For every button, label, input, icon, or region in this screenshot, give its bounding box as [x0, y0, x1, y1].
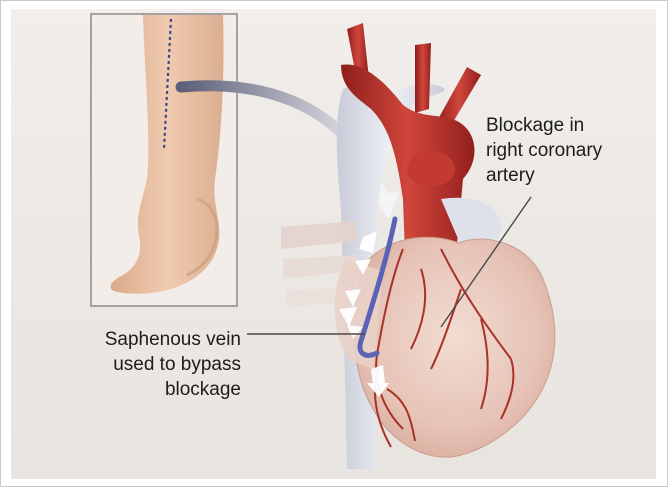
- saphenous-label-line-1: Saphenous vein: [31, 327, 241, 352]
- leg-inset: [91, 14, 237, 306]
- illustration-panel: Blockage in right coronary artery Saphen…: [11, 9, 656, 479]
- saphenous-label: Saphenous vein used to bypass blockage: [31, 327, 241, 402]
- saphenous-label-line-3: blockage: [31, 377, 241, 402]
- ascending-aorta: [407, 151, 455, 187]
- blockage-label-line-2: right coronary: [486, 138, 602, 163]
- bypass-illustration: [11, 9, 656, 479]
- blockage-label-line-3: artery: [486, 163, 602, 188]
- aortic-branch-2: [415, 43, 431, 113]
- blockage-label-line-1: Blockage in: [486, 113, 602, 138]
- saphenous-label-line-2: used to bypass: [31, 352, 241, 377]
- blockage-label: Blockage in right coronary artery: [486, 113, 602, 188]
